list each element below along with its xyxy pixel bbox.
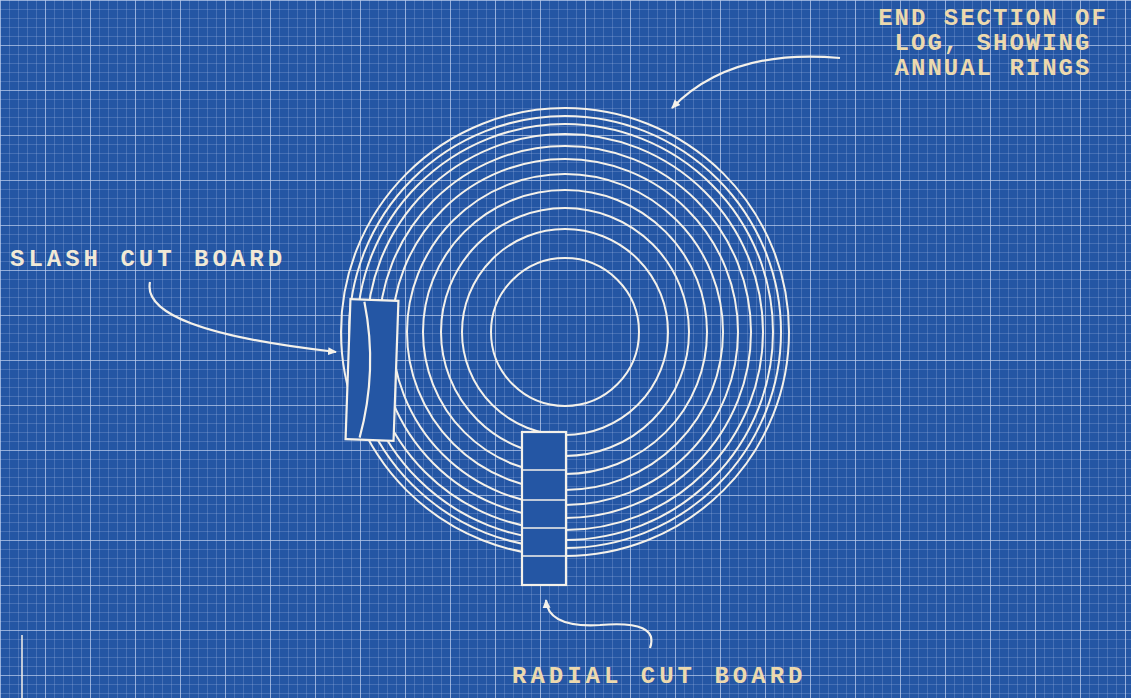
callout-label: SLASH CUT BOARD [10, 247, 310, 272]
radial-cut-board [522, 432, 566, 585]
leader-arrow [672, 57, 840, 108]
callout-label: END SECTION OF LOG, SHOWING ANNUAL RINGS [868, 6, 1118, 81]
boards [346, 299, 566, 585]
leader-arrow [546, 600, 651, 648]
slash-cut-board [346, 299, 399, 441]
callout-label: RADIAL CUT BOARD [512, 664, 832, 689]
leader-arrows [22, 57, 840, 698]
edge-mark [21, 635, 23, 698]
leader-arrow [150, 282, 336, 352]
